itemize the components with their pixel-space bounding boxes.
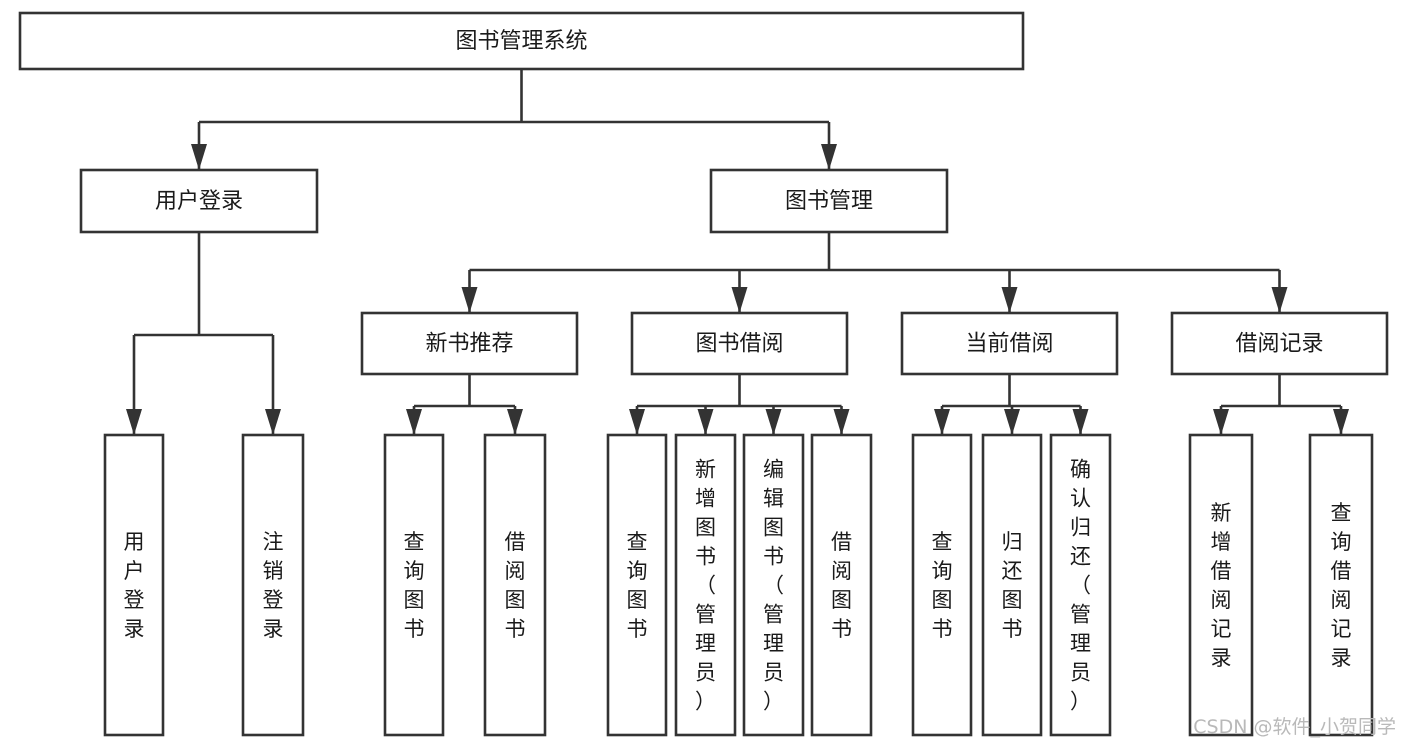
node-label-leaf-12: 查询借阅记录 [1331,501,1352,670]
node-label-leaf-1: 注销登录 [263,530,284,641]
node-label-leaf-4: 查询图书 [627,530,648,641]
node-label-level2-1: 图书借阅 [695,332,783,357]
arrow-head-icon [126,409,142,435]
node-box-level2-1[interactable] [630,311,849,376]
node-box-root[interactable] [18,11,1025,71]
arrow-head-icon [1072,409,1089,435]
node-label-leaf-9: 归还图书 [1002,530,1023,641]
node-box-level2-2[interactable] [900,311,1119,376]
node-label-leaf-7: 借阅图书 [831,530,852,641]
node-label-leaf-5: 新增图书（管理员） [695,458,716,714]
node-label-leaf-3: 借阅图书 [505,530,526,641]
node-box-leaf-12[interactable] [1308,433,1374,737]
connector-layer [126,69,1349,435]
arrow-head-icon [1333,409,1349,435]
node-label-leaf-10: 确认归还（管理员） [1070,458,1091,714]
node-box-leaf-8[interactable] [911,433,973,737]
node-label-leaf-2: 查询图书 [404,530,425,641]
arrow-head-icon [265,409,281,435]
node-label-leaf-0: 用户登录 [124,530,145,641]
node-box-leaf-4[interactable] [606,433,668,737]
arrow-head-icon [629,409,645,435]
node-box-level2-3[interactable] [1170,311,1389,376]
node-box-leaf-0[interactable] [103,433,165,737]
node-box-leaf-2[interactable] [383,433,445,737]
arrow-head-icon [191,144,207,170]
node-box-leaf-6[interactable] [742,433,805,737]
node-box-leaf-7[interactable] [810,433,873,737]
node-layer: 图书管理系统用户登录图书管理新书推荐图书借阅当前借阅借阅记录用户登录注销登录查询… [18,11,1389,737]
node-box-leaf-9[interactable] [981,433,1043,737]
node-box-leaf-3[interactable] [483,433,547,737]
node-label-level2-2: 当前借阅 [965,332,1053,357]
arrow-head-icon [833,409,850,435]
node-box-leaf-1[interactable] [241,433,305,737]
arrow-head-icon [461,287,478,313]
node-label-leaf-11: 新增借阅记录 [1211,501,1232,670]
arrow-head-icon [821,144,837,170]
arrow-head-icon [731,287,748,313]
arrow-head-icon [1001,287,1018,313]
arrow-head-icon [1004,409,1020,435]
arrow-head-icon [1271,287,1288,313]
arrow-head-icon [1213,409,1229,435]
arrow-head-icon [697,409,714,435]
node-label-level1-1: 图书管理 [785,189,873,214]
arrow-head-icon [934,409,950,435]
node-box-leaf-5[interactable] [674,433,737,737]
csdn-watermark: CSDN @软件_小贺同学 [1193,716,1396,738]
arrow-head-icon [507,409,523,435]
node-box-leaf-10[interactable] [1049,433,1112,737]
node-box-level2-0[interactable] [360,311,579,376]
node-label-leaf-8: 查询图书 [932,530,953,641]
node-label-leaf-6: 编辑图书（管理员） [763,458,784,714]
node-label-level2-0: 新书推荐 [425,332,513,357]
node-label-root: 图书管理系统 [455,29,587,54]
node-box-leaf-11[interactable] [1188,433,1254,737]
node-label-level1-0: 用户登录 [155,189,243,214]
node-box-level1-1[interactable] [709,168,949,234]
arrow-head-icon [765,409,782,435]
node-label-level2-3: 借阅记录 [1235,332,1323,357]
node-box-level1-0[interactable] [79,168,319,234]
arrow-head-icon [406,409,422,435]
